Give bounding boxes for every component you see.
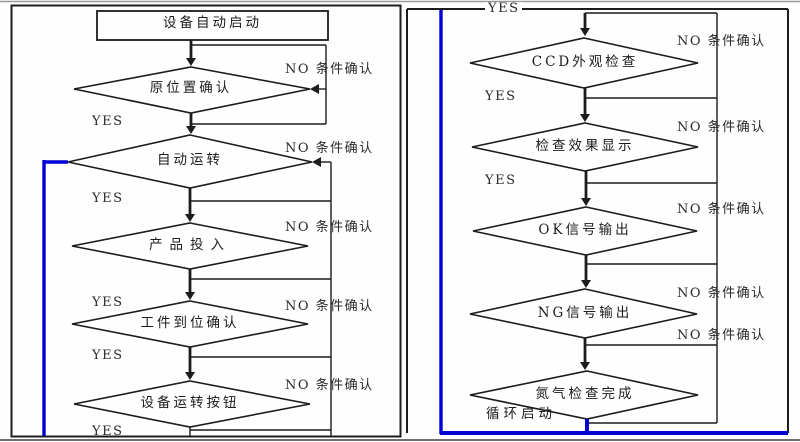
no-condition-label: NO 条件确认 [677, 286, 766, 301]
yes-label: YES [92, 424, 124, 439]
start-node-label: 设备自动启动 [163, 15, 262, 31]
no-condition-label: NO 条件确认 [677, 120, 766, 135]
node-label-run-button: 设备运转按钮 [140, 395, 240, 411]
cycle-start-label: 循环启动 [486, 406, 556, 422]
yes-label: YES [92, 191, 124, 206]
node-label-inspection-result-display: 检查效果显示 [535, 138, 635, 154]
yes-label: YES [92, 114, 124, 129]
node-label-workpiece-in-place: 工件到位确认 [140, 315, 240, 331]
node-label-auto-run: 自动运转 [157, 152, 223, 168]
yes-label: YES [485, 173, 517, 188]
node-label-origin-position-check: 原位置确认 [149, 80, 233, 96]
no-condition-label: NO 条件确认 [285, 62, 374, 77]
node-label-ccd-inspection: CCD外观检查 [531, 54, 639, 70]
no-condition-label: NO 条件确认 [285, 378, 374, 393]
node-label-ng-signal-output: NG信号输出 [537, 305, 633, 321]
node-label-ok-signal-output: OK信号输出 [538, 222, 632, 238]
no-condition-label: NO 条件确认 [677, 202, 766, 217]
yes-label: YES [92, 348, 124, 363]
yes-label: YES [485, 1, 523, 17]
no-condition-label: NO 条件确认 [677, 34, 766, 49]
node-label-nitrogen-check-done: 氮气检查完成 [535, 386, 635, 402]
yes-label: YES [485, 89, 517, 104]
no-condition-label: NO 条件确认 [285, 141, 374, 156]
no-condition-label: NO 条件确认 [285, 220, 374, 235]
yes-label: YES [92, 295, 124, 310]
node-label-product-input: 产品投入 [149, 237, 231, 253]
no-condition-label: NO 条件确认 [677, 328, 766, 343]
no-condition-label: NO 条件确认 [285, 299, 374, 314]
